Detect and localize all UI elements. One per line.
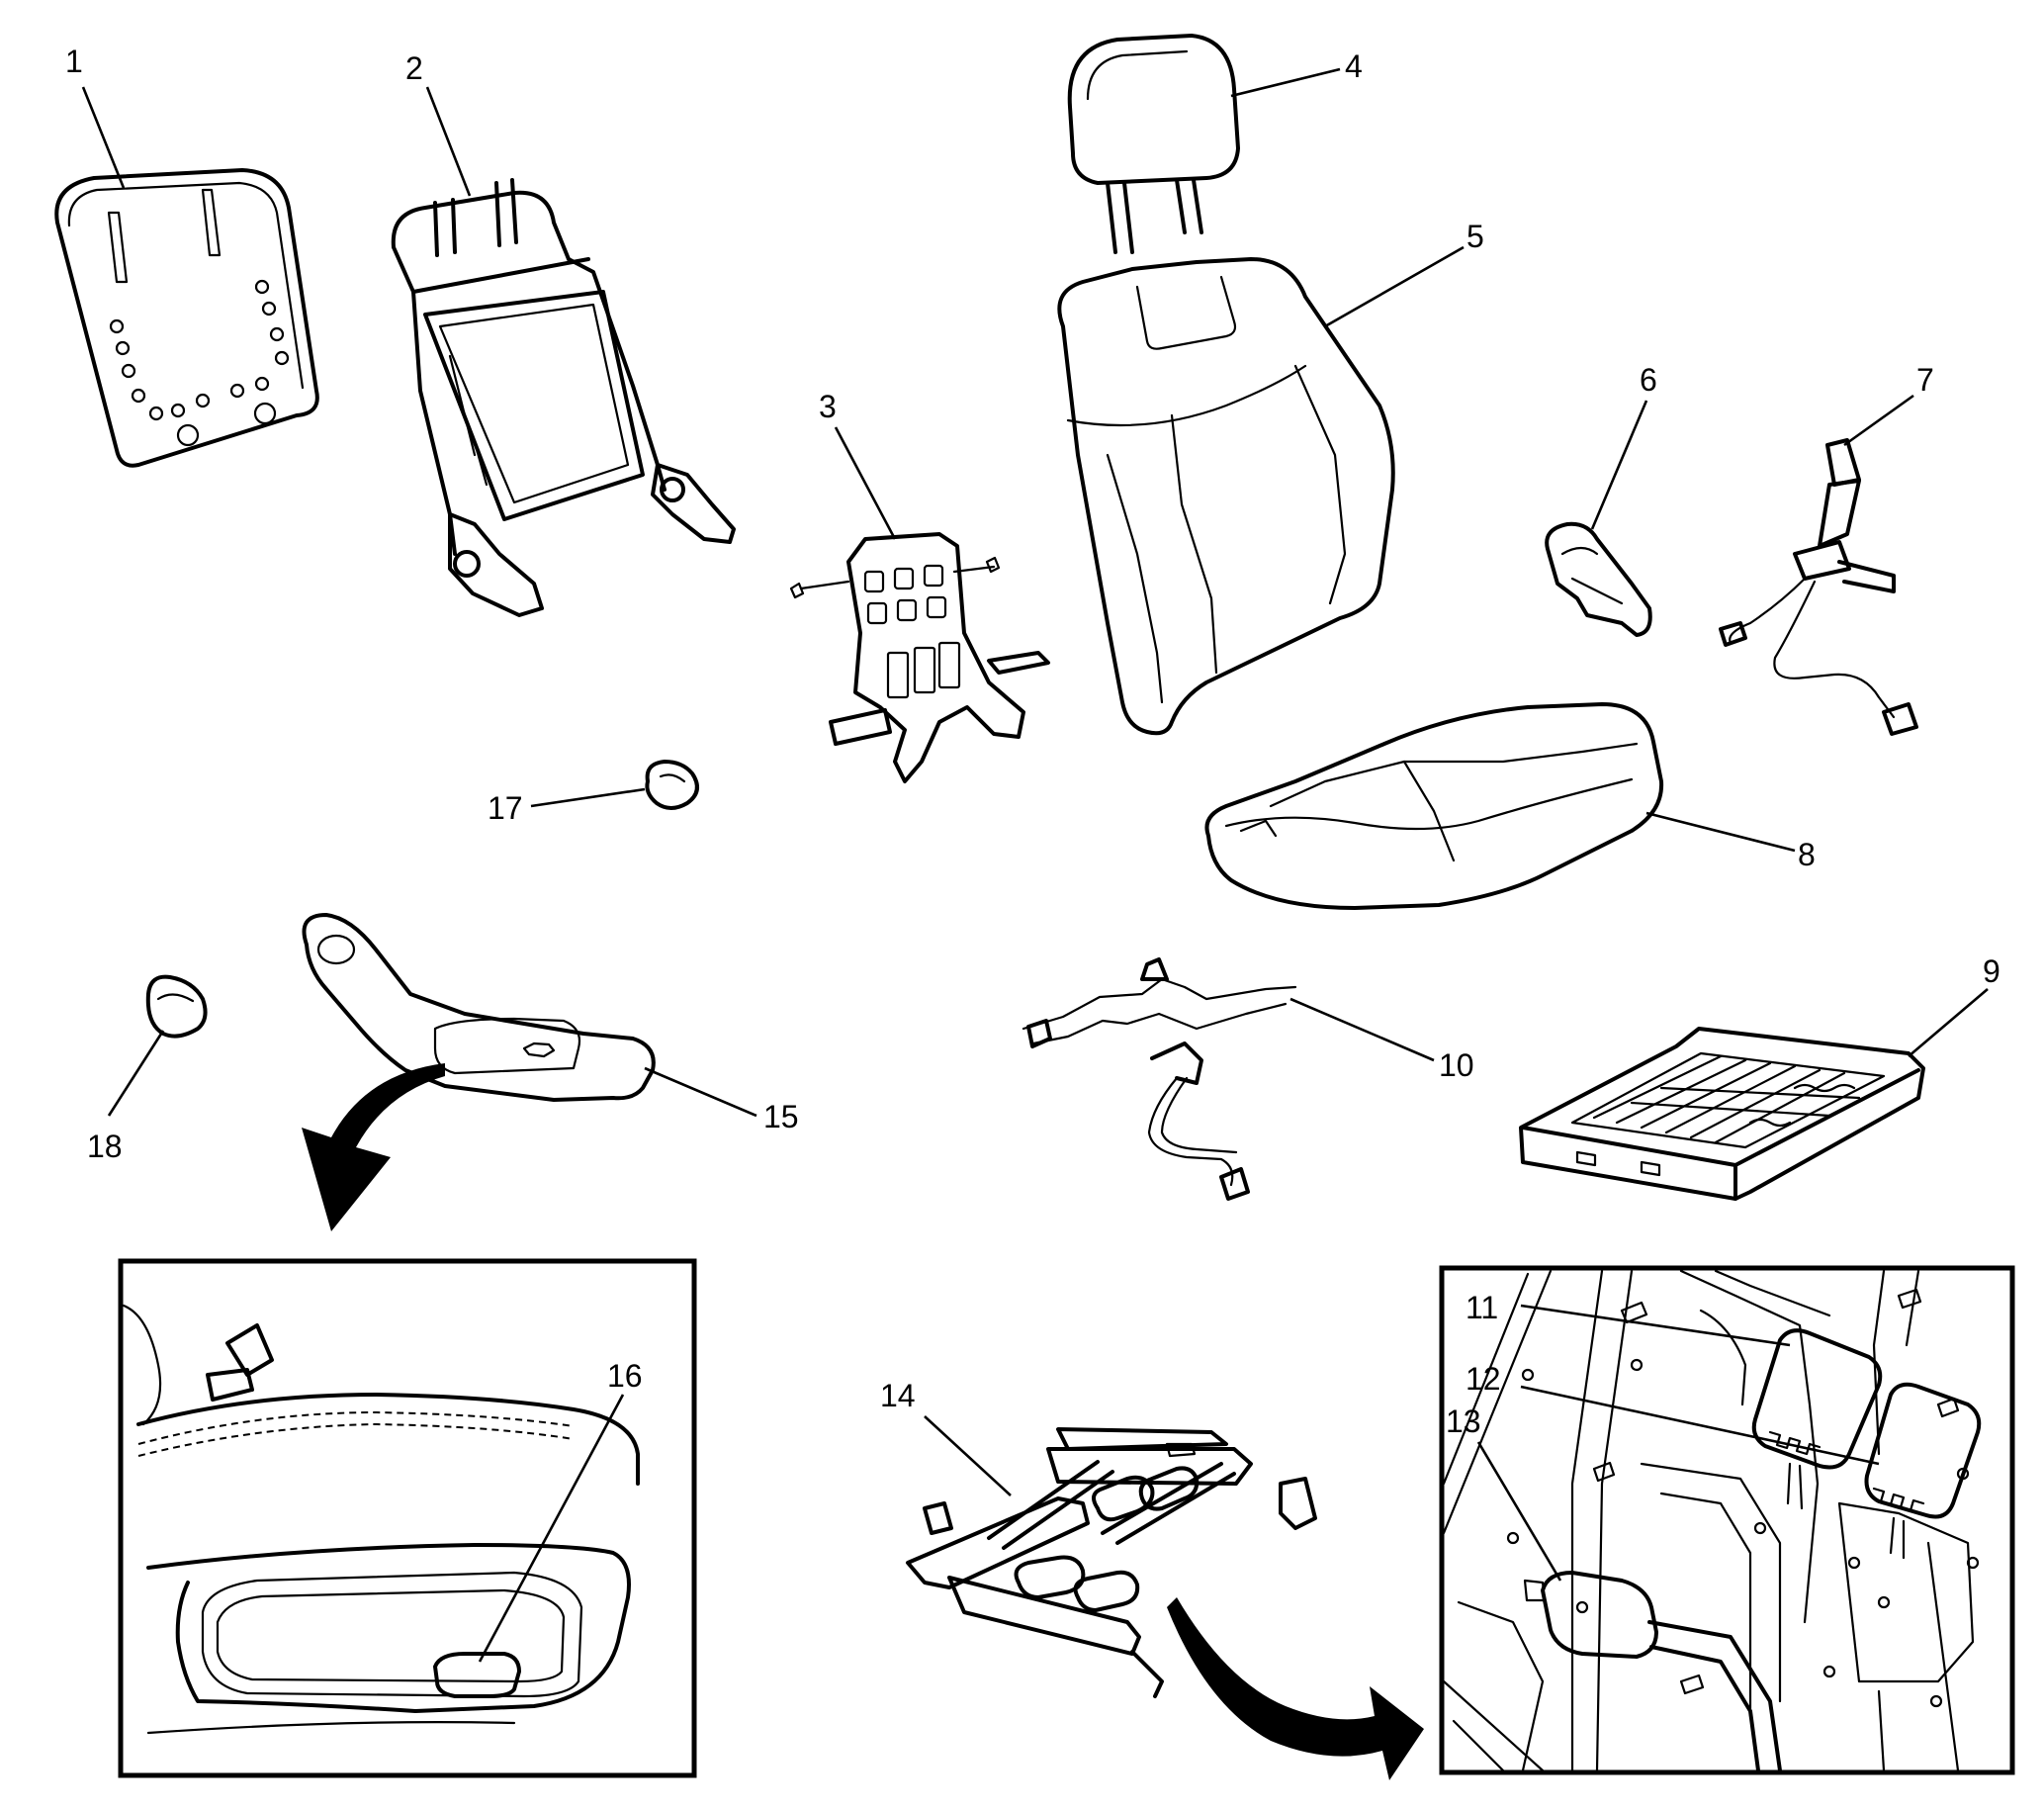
leader-9 xyxy=(1908,988,1989,1057)
callout-numbers: 1 2 3 4 5 6 7 8 9 10 11 12 13 14 15 16 1… xyxy=(65,44,2000,1439)
callout-18: 18 xyxy=(87,1129,123,1164)
callout-6: 6 xyxy=(1640,362,1657,398)
callout-8: 8 xyxy=(1798,837,1816,872)
part-2-seat-back-frame xyxy=(391,178,736,617)
leader-3 xyxy=(834,426,897,540)
part-15-side-trim-panel xyxy=(302,913,656,1102)
leader-17 xyxy=(530,787,646,808)
seat-motor-detail-inset xyxy=(1439,1265,2015,1775)
callout-3: 3 xyxy=(819,389,837,424)
callout-16: 16 xyxy=(607,1358,643,1394)
part-10-wiring-harness xyxy=(1022,957,1297,1201)
callout-9: 9 xyxy=(1983,953,2000,989)
leader-12 xyxy=(1520,1385,1880,1466)
part-9-seat-cushion-frame xyxy=(1519,1027,1925,1201)
part-17-knob xyxy=(645,760,699,810)
callout-13: 13 xyxy=(1446,1404,1481,1439)
callout-7: 7 xyxy=(1916,362,1934,398)
part-14-seat-adjuster-track xyxy=(906,1427,1317,1698)
callout-10: 10 xyxy=(1439,1047,1474,1083)
leader-11 xyxy=(1520,1304,1791,1347)
callout-12: 12 xyxy=(1466,1361,1501,1397)
part-5-seat-back-cover xyxy=(1057,257,1395,736)
part-7-seat-belt-buckle xyxy=(1719,438,1918,736)
leader-10 xyxy=(1289,997,1435,1062)
callout-14: 14 xyxy=(880,1378,916,1413)
callout-2: 2 xyxy=(405,50,423,86)
leader-14 xyxy=(924,1415,1012,1496)
part-6-trim-cover xyxy=(1545,521,1652,637)
leader-13 xyxy=(1476,1441,1562,1582)
callout-1: 1 xyxy=(65,44,83,79)
leader-5 xyxy=(1324,245,1465,328)
callout-15: 15 xyxy=(763,1099,799,1134)
leader-15 xyxy=(644,1066,757,1118)
leader-2 xyxy=(425,86,472,197)
leader-16 xyxy=(478,1394,625,1663)
leader-8 xyxy=(1645,811,1796,853)
part-3-lumbar-support xyxy=(789,532,1050,783)
callout-17: 17 xyxy=(488,790,523,826)
part-18-cap xyxy=(145,974,208,1039)
seat-switch-detail-inset xyxy=(118,1258,697,1778)
callout-leader-lines xyxy=(81,67,1989,1663)
leader-7 xyxy=(1843,394,1914,447)
part-4-head-restraint xyxy=(1067,34,1240,254)
leader-4 xyxy=(1230,67,1341,98)
curved-arrow-to-motor-detail xyxy=(1167,1597,1424,1780)
part-1-seat-back-panel xyxy=(54,168,319,468)
curved-arrow-to-switch-detail xyxy=(302,1063,445,1231)
leader-1 xyxy=(81,86,126,189)
callout-4: 4 xyxy=(1345,48,1363,84)
part-8-seat-cushion-cover xyxy=(1204,702,1664,910)
callout-5: 5 xyxy=(1466,219,1484,254)
leader-18 xyxy=(107,1030,165,1117)
callout-11: 11 xyxy=(1466,1290,1498,1325)
leader-6 xyxy=(1590,400,1648,530)
